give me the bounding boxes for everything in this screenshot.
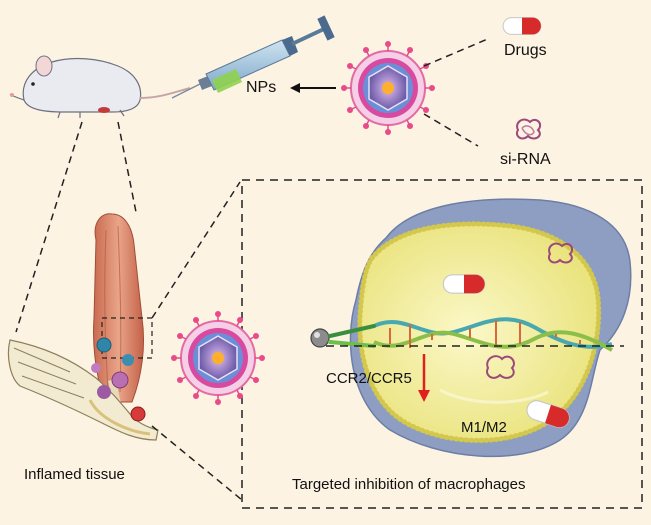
leader-drugs: [423, 37, 491, 67]
label-receptor: CCR2/CCR5: [326, 370, 412, 387]
nanoparticle-middle: [170, 310, 266, 406]
sirna-in-cell-top: [548, 242, 574, 264]
mouse-illustration: [9, 55, 191, 119]
dna-helix: [373, 317, 613, 352]
nanoparticle-top: [340, 40, 436, 136]
macrophage-cell: [349, 198, 632, 458]
label-caption: Targeted inhibition of macrophages: [292, 476, 526, 493]
syringe-illustration: [171, 15, 335, 99]
sirna-in-cell-middle: [486, 355, 515, 379]
arrow-to-nps: [290, 83, 336, 93]
label-drugs: Drugs: [504, 42, 547, 59]
dashed-connector-upper: [151, 181, 241, 319]
dashed-connector-right: [117, 121, 137, 213]
sirna-icon: [516, 118, 542, 140]
label-polarization: M1/M2: [461, 419, 507, 436]
drug-capsule-in-cell-1: [442, 274, 486, 294]
label-nps: NPs: [246, 79, 277, 96]
leader-sirna: [423, 113, 479, 147]
drug-capsule-icon: [502, 17, 542, 35]
leg-tissue-illustration: [7, 213, 159, 441]
inhibition-arrow: [418, 354, 430, 402]
dashed-connector-lower: [151, 425, 243, 501]
ccr-receptor: [310, 324, 376, 348]
label-inflamed-tissue: Inflamed tissue: [24, 466, 125, 483]
label-sirna: si-RNA: [500, 151, 551, 168]
dashed-connector-left: [15, 121, 83, 333]
